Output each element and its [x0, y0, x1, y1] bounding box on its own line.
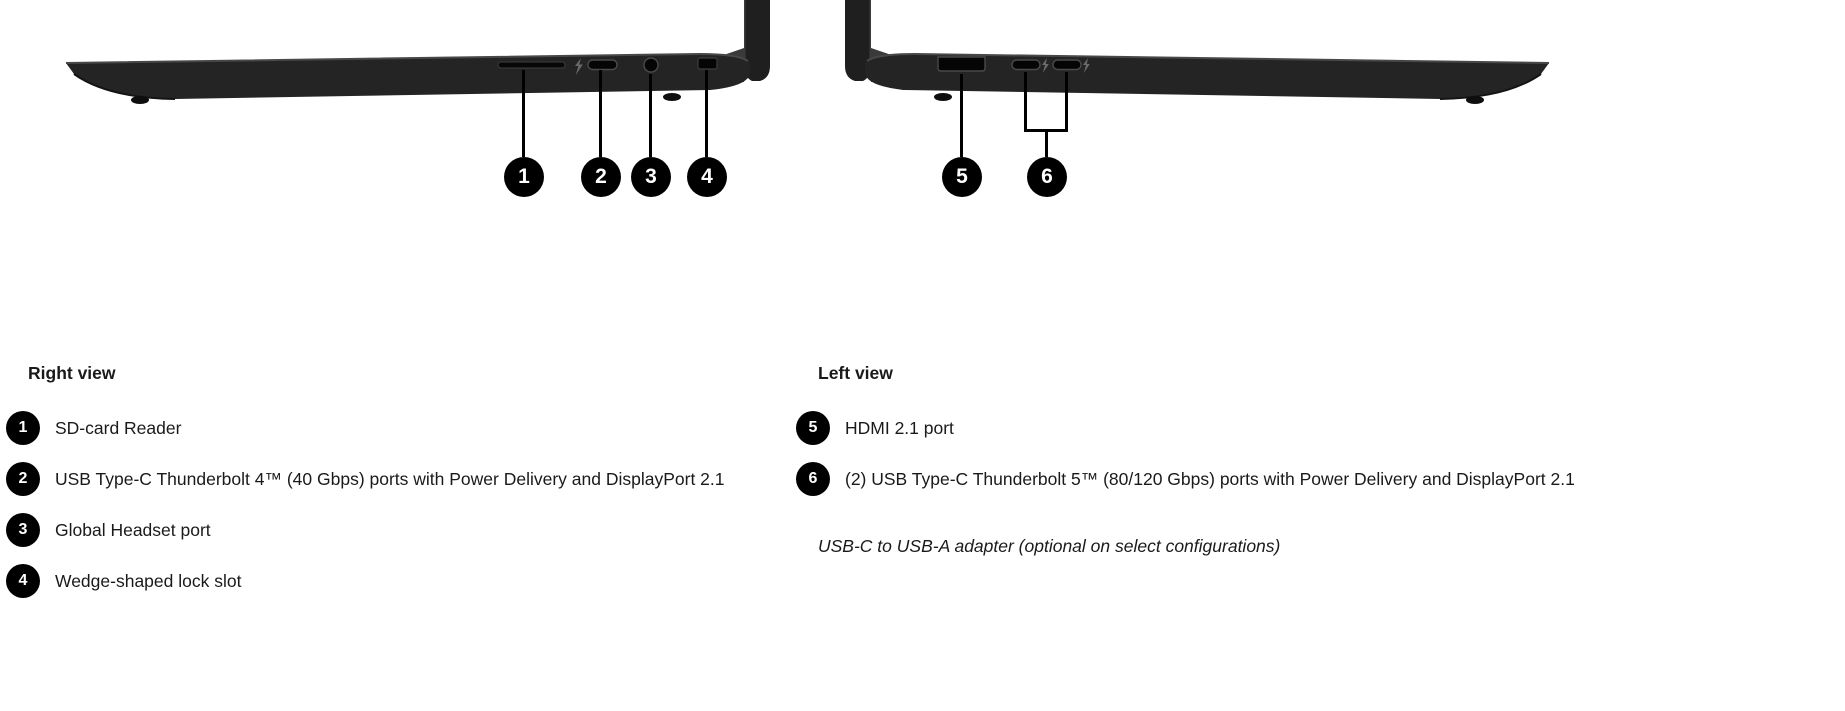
callout-6: 6	[1027, 157, 1067, 197]
legend-item-2: 2 USB Type-C Thunderbolt 4™ (40 Gbps) po…	[6, 462, 725, 496]
right-view-title: Right view	[28, 363, 116, 383]
adapter-note: USB-C to USB-A adapter (optional on sele…	[818, 536, 1281, 556]
top-edge-highlight	[866, 52, 1550, 64]
legend-item-1-number: 1	[6, 411, 40, 445]
legend-item-3-label: Global Headset port	[55, 519, 211, 540]
callout-5: 5	[942, 157, 982, 197]
left-view-title: Left view	[818, 363, 893, 383]
callout-line-6-stem	[1045, 131, 1048, 157]
callout-3: 3	[631, 157, 671, 197]
screen-edge	[845, 0, 871, 81]
legend-item-1: 1 SD-card Reader	[6, 411, 181, 445]
legend-item-4-label: Wedge-shaped lock slot	[55, 570, 242, 591]
headset-jack	[643, 57, 659, 73]
callout-line-1	[522, 70, 525, 157]
bottom-edge-shadow	[73, 73, 176, 100]
hdmi-port	[937, 56, 986, 72]
thunderbolt-icon	[1083, 58, 1090, 73]
legend-item-5-number: 5	[796, 411, 830, 445]
callout-2: 2	[581, 157, 621, 197]
laptop-right-side-illustration	[65, 0, 770, 104]
sd-card-slot	[497, 61, 566, 69]
callout-line-2	[599, 70, 602, 157]
callout-line-6-bracket	[1024, 129, 1068, 132]
callout-line-4	[705, 70, 708, 157]
callout-4: 4	[687, 157, 727, 197]
usb-c-port	[1011, 59, 1041, 71]
legend-item-6: 6 (2) USB Type-C Thunderbolt 5™ (80/120 …	[796, 462, 1575, 496]
thunderbolt-icon	[575, 58, 583, 75]
legend-item-6-label: (2) USB Type-C Thunderbolt 5™ (80/120 Gb…	[845, 468, 1575, 489]
legend-item-3: 3 Global Headset port	[6, 513, 211, 547]
rubber-foot	[1466, 96, 1484, 104]
callout-line-3	[649, 74, 652, 157]
legend-item-1-label: SD-card Reader	[55, 417, 182, 438]
callout-line-5	[960, 74, 963, 157]
rubber-foot	[131, 96, 149, 104]
usb-c-port	[1052, 59, 1082, 71]
callout-1: 1	[504, 157, 544, 197]
bottom-edge-shadow	[1439, 73, 1542, 100]
legend-item-6-number: 6	[796, 462, 830, 496]
legend-item-2-label: USB Type-C Thunderbolt 4™ (40 Gbps) port…	[55, 468, 725, 489]
callout-line-6-left	[1024, 72, 1027, 131]
legend-item-5: 5 HDMI 2.1 port	[796, 411, 954, 445]
callout-line-6-right	[1065, 72, 1068, 131]
top-edge-highlight	[65, 52, 749, 64]
rubber-foot	[663, 93, 681, 101]
rubber-foot	[934, 93, 952, 101]
usb-c-port	[587, 59, 618, 71]
screen-edge	[744, 0, 770, 81]
lock-slot	[697, 57, 718, 70]
legend-item-3-number: 3	[6, 513, 40, 547]
legend-item-5-label: HDMI 2.1 port	[845, 417, 954, 438]
laptop-left-side-illustration	[845, 0, 1550, 104]
legend-item-2-number: 2	[6, 462, 40, 496]
thunderbolt-icon	[1042, 58, 1049, 73]
legend-item-4: 4 Wedge-shaped lock slot	[6, 564, 241, 598]
legend-item-4-number: 4	[6, 564, 40, 598]
